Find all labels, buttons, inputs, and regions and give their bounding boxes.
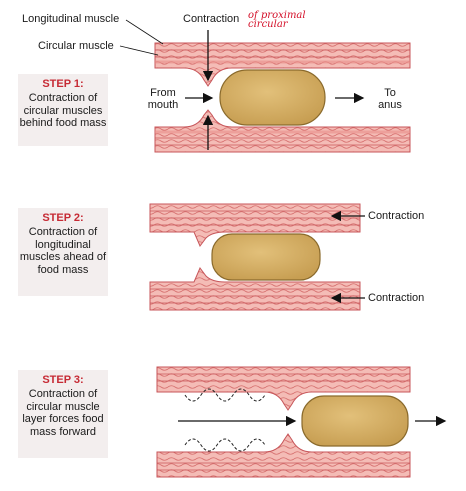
- label-longitudinal-muscle: Longitudinal muscle: [22, 13, 120, 25]
- label-contraction-top: Contraction: [183, 13, 240, 25]
- step1-heading: STEP 1:: [42, 78, 84, 90]
- step3-top-wall: [156, 366, 411, 411]
- step1-text: Contraction of circular muscles behind f…: [19, 92, 107, 130]
- step3-tube: [156, 366, 447, 478]
- step2-text: Contraction of longitudinal muscles ahea…: [19, 226, 107, 276]
- step3-box: [18, 370, 108, 458]
- step2-box: [18, 208, 108, 296]
- label-to-anus: To anus: [378, 87, 402, 111]
- label-from-mouth: From mouth: [147, 87, 179, 111]
- step1-top-wall: [154, 42, 411, 87]
- step1-tube: [119, 19, 411, 153]
- label-contraction-step2-top: Contraction: [368, 210, 425, 222]
- step3-food-mass: [301, 395, 409, 447]
- step3-wave-bottom: [184, 438, 266, 452]
- step2-heading: STEP 2:: [42, 212, 84, 224]
- label-circular-muscle: Circular muscle: [38, 40, 114, 52]
- handwritten-note: of proximal circular: [248, 10, 306, 30]
- step3-text: Contraction of circular muscle layer for…: [22, 388, 104, 438]
- label-contraction-step2-bottom: Contraction: [368, 292, 425, 304]
- step1-food-mass: [219, 69, 326, 126]
- step3-bottom-wall: [156, 433, 411, 478]
- step1-box: [18, 74, 108, 146]
- step2-food-mass: [211, 233, 321, 281]
- step3-heading: STEP 3:: [42, 374, 84, 386]
- step3-wave-top: [184, 388, 266, 402]
- step2-tube: [149, 203, 365, 311]
